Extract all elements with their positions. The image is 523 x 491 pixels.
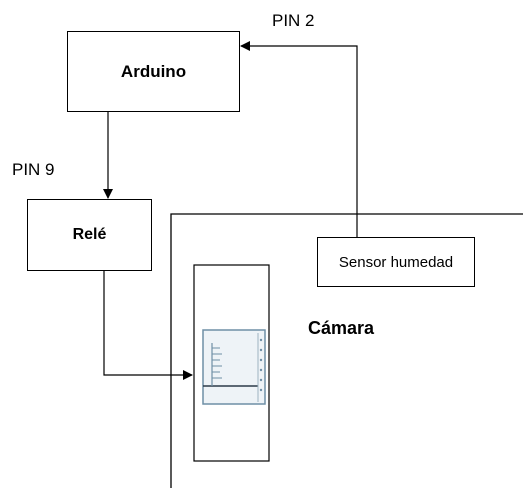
node-camara-label: Cámara <box>308 318 375 338</box>
node-sensor-humedad-label: Sensor humedad <box>338 253 454 271</box>
device-enclosure <box>193 264 270 462</box>
camara-chamber-outline <box>170 213 523 488</box>
edge-label-pin9: PIN 9 <box>12 160 55 179</box>
node-rele-label: Relé <box>72 226 107 243</box>
node-sensor-humedad: Sensor humedad <box>317 237 475 287</box>
edge-label-pin2: PIN 2 <box>272 11 315 30</box>
node-rele: Relé <box>27 199 152 271</box>
edge-sensor-to-arduino <box>240 41 358 237</box>
humidifier-device-icon <box>202 329 266 405</box>
edge-rele-to-device <box>103 271 193 380</box>
node-arduino-label: Arduino <box>120 61 187 81</box>
node-arduino: Arduino <box>67 31 240 112</box>
